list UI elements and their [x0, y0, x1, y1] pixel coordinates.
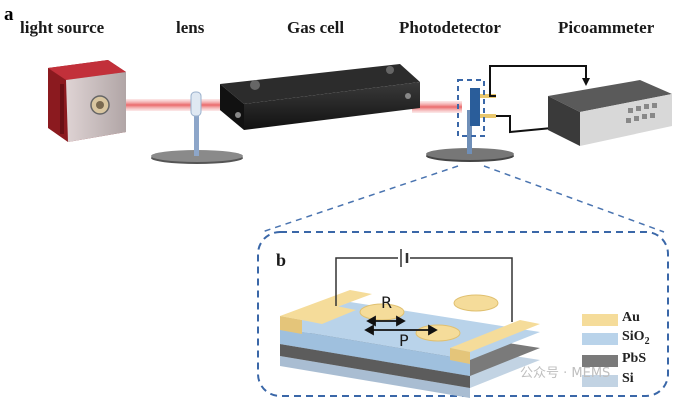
beam-1: [124, 99, 232, 111]
legend-pbs: PbS: [622, 351, 647, 366]
light-source-label: light source: [20, 18, 105, 37]
wire-top: [489, 65, 587, 97]
picoammeter-label: Picoammeter: [558, 18, 655, 37]
zoom-line-left: [261, 165, 459, 233]
panel-b-label: b: [276, 250, 287, 270]
panel-a-label: a: [4, 4, 14, 25]
lens-assembly: [151, 91, 243, 164]
watermark-text: 公众号 · MEMS: [520, 366, 611, 381]
device-stack: [280, 290, 540, 398]
legend-swatch-sio2: [582, 333, 618, 345]
gas-cell-device: [220, 64, 420, 130]
lens-label: lens: [176, 18, 205, 37]
light-source-device: [48, 60, 126, 142]
zoom-line-right: [483, 165, 665, 233]
p-arrow: [364, 324, 438, 336]
legend-au: Au: [622, 310, 640, 325]
beam-2: [412, 101, 462, 113]
legend-swatch-pbs: [582, 355, 618, 367]
wire-bottom: [496, 115, 553, 134]
legend-swatch-si: [582, 375, 618, 387]
p-label: P: [399, 331, 409, 350]
circuit-wire: [335, 257, 398, 306]
r-label: R: [381, 293, 393, 312]
picoammeter-device: [548, 80, 672, 146]
r-arrow: [366, 315, 406, 327]
photodetector-label: Photodetector: [399, 18, 501, 37]
legend-sio2: SiO2: [622, 329, 650, 347]
gas-cell-label: Gas cell: [287, 18, 345, 37]
legend-si: Si: [622, 371, 634, 386]
legend-swatch-au: [582, 314, 618, 326]
photodetector-device: [426, 79, 514, 162]
